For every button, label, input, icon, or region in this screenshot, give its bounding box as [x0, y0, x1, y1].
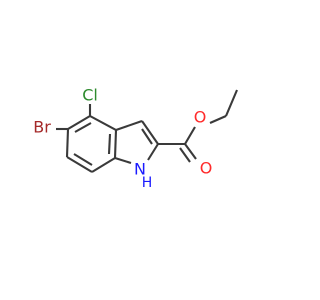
bond-c5-c6	[65, 128, 70, 158]
bond-c2-n1	[147, 143, 159, 161]
ester-oxygen-label: O	[194, 108, 207, 127]
bond-c6-c7-inner	[73, 153, 93, 166]
bond-c4-c5-inner	[74, 122, 92, 133]
bond-layer	[56, 89, 238, 173]
bromine-label: Br	[33, 118, 51, 137]
molecule-canvas: Br Cl O O N H	[33, 85, 238, 192]
bond-carbonyl-o-double-1	[184, 143, 197, 160]
bond-n1-c7a	[114, 156, 132, 165]
bond-o-ch2	[209, 115, 227, 124]
bond-c3a-c3	[115, 120, 143, 131]
bond-c3a-c4	[89, 115, 117, 131]
bond-carbonyl-o-double-2	[179, 147, 191, 163]
bond-c7a-c3a	[113, 129, 118, 159]
bond-c3-c2-inner	[141, 128, 153, 145]
bond-ch2-ch3	[225, 89, 238, 117]
bond-c4-c5	[67, 115, 91, 130]
bond-c7-c7a	[91, 157, 116, 173]
bond-c3-c2	[141, 120, 159, 145]
bond-c7a-c3a-inner	[107, 133, 112, 155]
bond-c6-c7	[66, 156, 93, 173]
molecule-diagram: Br Cl O O N H	[33, 86, 238, 192]
atom-labels: Br Cl O O N H	[33, 86, 212, 192]
carbonyl-oxygen-label: O	[200, 159, 213, 178]
nitrogen-label: N	[134, 160, 146, 179]
chlorine-label: Cl	[82, 86, 98, 105]
hydrogen-label: H	[142, 175, 153, 191]
bond-carbonyl-o-ester	[184, 126, 196, 145]
